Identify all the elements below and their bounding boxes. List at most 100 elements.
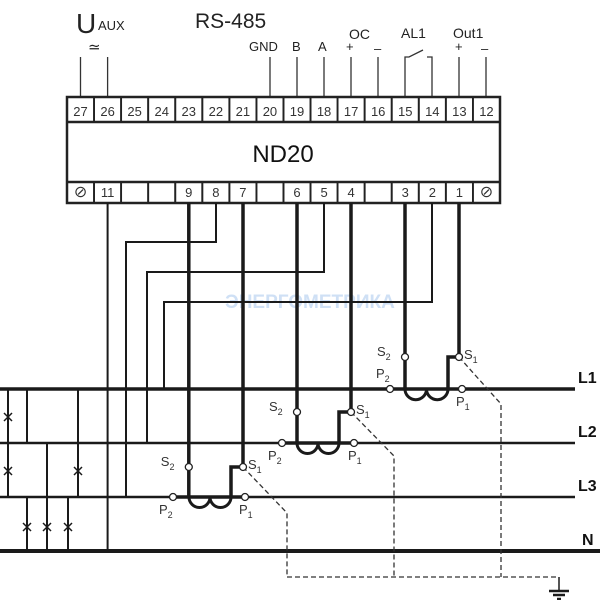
ct-s2-label-letter: S bbox=[161, 454, 170, 469]
top-terminal-label: 18 bbox=[317, 104, 331, 119]
top-terminal bbox=[471, 96, 501, 123]
fuse-icon bbox=[3, 412, 83, 532]
ct-s1-label: S1 bbox=[356, 402, 370, 420]
measurement-wires bbox=[106, 203, 461, 551]
top-terminal-label: 23 bbox=[182, 104, 196, 119]
gnd-label: GND bbox=[249, 39, 278, 54]
terminal-point-icon bbox=[184, 462, 193, 472]
ct-p2-label-letter: P bbox=[159, 502, 168, 517]
top-terminal-label: 13 bbox=[452, 104, 466, 119]
rs485-label: RS-485 bbox=[195, 10, 266, 33]
ct-p1-label-index: 1 bbox=[465, 402, 470, 412]
ct-s2-label-letter: S bbox=[377, 344, 386, 359]
ct-p1-label-letter: P bbox=[239, 502, 248, 517]
ct-p2-label: P2 bbox=[268, 448, 282, 466]
oc-minus-label: – bbox=[374, 41, 382, 56]
terminal-point-icon bbox=[292, 407, 302, 417]
bottom-terminal-label: 5 bbox=[320, 185, 327, 200]
top-terminal-label: 14 bbox=[425, 104, 439, 119]
bottom-terminal-label: 6 bbox=[293, 185, 300, 200]
bottom-terminal-label: 2 bbox=[429, 185, 436, 200]
bottom-terminal-label: 8 bbox=[212, 185, 219, 200]
ct-s2-label: S2 bbox=[269, 399, 283, 417]
ct-p2-label: P2 bbox=[376, 366, 390, 384]
ct-p2-label: P2 bbox=[159, 502, 173, 520]
ct-p1-label-index: 1 bbox=[357, 456, 362, 466]
ac-dc-symbol: ≃ bbox=[88, 39, 101, 56]
device-name: ND20 bbox=[252, 141, 313, 168]
ct-coil-icon bbox=[295, 442, 341, 455]
label-l3: L3 bbox=[578, 478, 597, 495]
out1-plus-label: + bbox=[455, 39, 463, 54]
top-terminal-label: 25 bbox=[127, 104, 141, 119]
top-terminal-label: 20 bbox=[263, 104, 277, 119]
ct-s2-label: S2 bbox=[377, 344, 391, 362]
header-labels: U AUX ≃ RS-485 GND B A OC + – AL1 Out1 +… bbox=[76, 8, 489, 56]
label-l1: L1 bbox=[578, 370, 597, 387]
ct-p2-label-index: 2 bbox=[168, 510, 173, 520]
terminal-point-icon bbox=[454, 352, 464, 362]
out1-minus-label: – bbox=[481, 41, 489, 56]
screw-icon: ⊘ bbox=[480, 184, 493, 201]
top-wires bbox=[79, 49, 487, 97]
ct-p1-label: P1 bbox=[456, 394, 470, 412]
uaux-label: U bbox=[76, 8, 96, 39]
ct-coil-icon bbox=[187, 496, 233, 509]
terminal-point-icon bbox=[240, 492, 250, 502]
top-terminal-label: 24 bbox=[154, 104, 168, 119]
ct-s2-label-index: 2 bbox=[278, 407, 283, 417]
current-transformers bbox=[187, 388, 450, 509]
top-terminal-label: 15 bbox=[398, 104, 412, 119]
ct-p1-label: P1 bbox=[239, 502, 253, 520]
ct-s2-label-index: 2 bbox=[386, 352, 391, 362]
bottom-terminal-label: 9 bbox=[185, 185, 192, 200]
ct-s1-label-index: 1 bbox=[257, 465, 262, 475]
ct-s1-label-letter: S bbox=[356, 402, 365, 417]
al1-label: AL1 bbox=[401, 25, 426, 41]
ct-s1-label: S1 bbox=[248, 457, 262, 475]
terminal-point-icon bbox=[457, 384, 467, 394]
terminal-point-icon bbox=[168, 492, 178, 502]
bottom-terminal-label: 4 bbox=[348, 185, 355, 200]
screw-icon: ⊘ bbox=[74, 184, 87, 201]
ct-s1-label-letter: S bbox=[248, 457, 257, 472]
ct-s2-label: S2 bbox=[161, 454, 175, 472]
top-terminal-label: 21 bbox=[236, 104, 250, 119]
ct-p2-label-letter: P bbox=[376, 366, 385, 381]
ct-s1-label-index: 1 bbox=[365, 410, 370, 420]
top-terminal-label: 22 bbox=[209, 104, 223, 119]
ct-s1-label-index: 1 bbox=[473, 355, 478, 365]
bottom-terminal-label: 11 bbox=[101, 185, 115, 200]
terminal-point-icon bbox=[400, 352, 410, 362]
earth-wires bbox=[242, 356, 559, 578]
ct-coil-icon bbox=[403, 388, 450, 402]
label-l2: L2 bbox=[578, 424, 597, 441]
oc-plus-label: + bbox=[346, 39, 354, 54]
fuse-connections bbox=[3, 389, 83, 551]
terminal-point-icon bbox=[346, 407, 356, 417]
top-terminal-label: 26 bbox=[100, 104, 114, 119]
ct-s1-label-letter: S bbox=[464, 347, 473, 362]
top-terminal-label: 16 bbox=[371, 104, 385, 119]
ct-p2-label-letter: P bbox=[268, 448, 277, 463]
bottom-terminal bbox=[471, 181, 501, 204]
uaux-sub-label: AUX bbox=[98, 18, 125, 33]
ct-p1-label: P1 bbox=[348, 448, 362, 466]
terminal-point-icon bbox=[349, 438, 359, 448]
terminal-point-icon bbox=[238, 462, 248, 472]
oc-label: OC bbox=[349, 26, 370, 42]
top-terminal-label: 19 bbox=[290, 104, 304, 119]
top-terminal-label: 27 bbox=[73, 104, 87, 119]
terminal-point-icon bbox=[277, 438, 287, 448]
top-terminal-label: 17 bbox=[344, 104, 358, 119]
relay-contact-icon bbox=[404, 49, 433, 97]
label-n: N bbox=[582, 532, 594, 549]
ct-s2-label-letter: S bbox=[269, 399, 278, 414]
ct-s1-label: S1 bbox=[464, 347, 478, 365]
ct-s2-label-index: 2 bbox=[169, 462, 174, 472]
bottom-terminal-label: 1 bbox=[456, 185, 463, 200]
